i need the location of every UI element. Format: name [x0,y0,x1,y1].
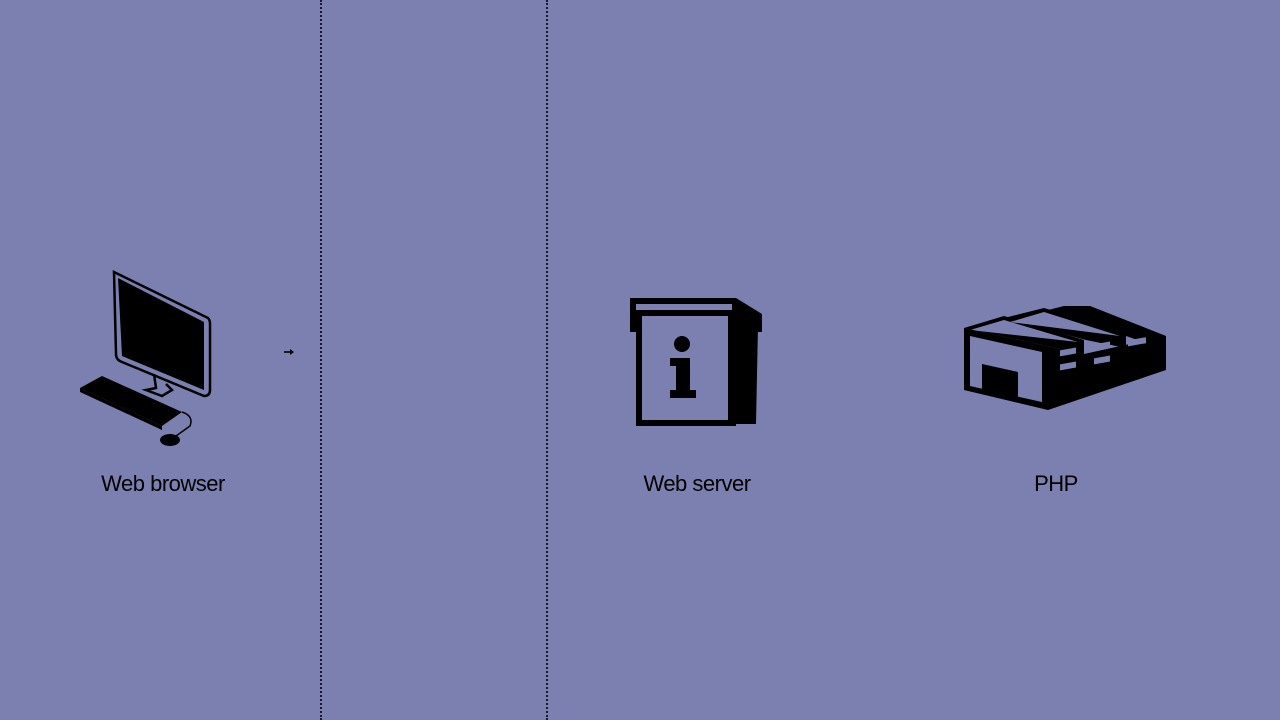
php-label: PHP [1034,471,1078,496]
computer-icon [80,269,212,446]
info-kiosk-icon [630,298,762,426]
web-browser-label: Web browser [101,471,225,496]
arrow-right-icon [284,349,294,355]
web-server-label: Web server [643,471,751,496]
factory-icon [964,306,1166,410]
dotted-divider-right [546,0,548,720]
dotted-divider-left [320,0,322,720]
